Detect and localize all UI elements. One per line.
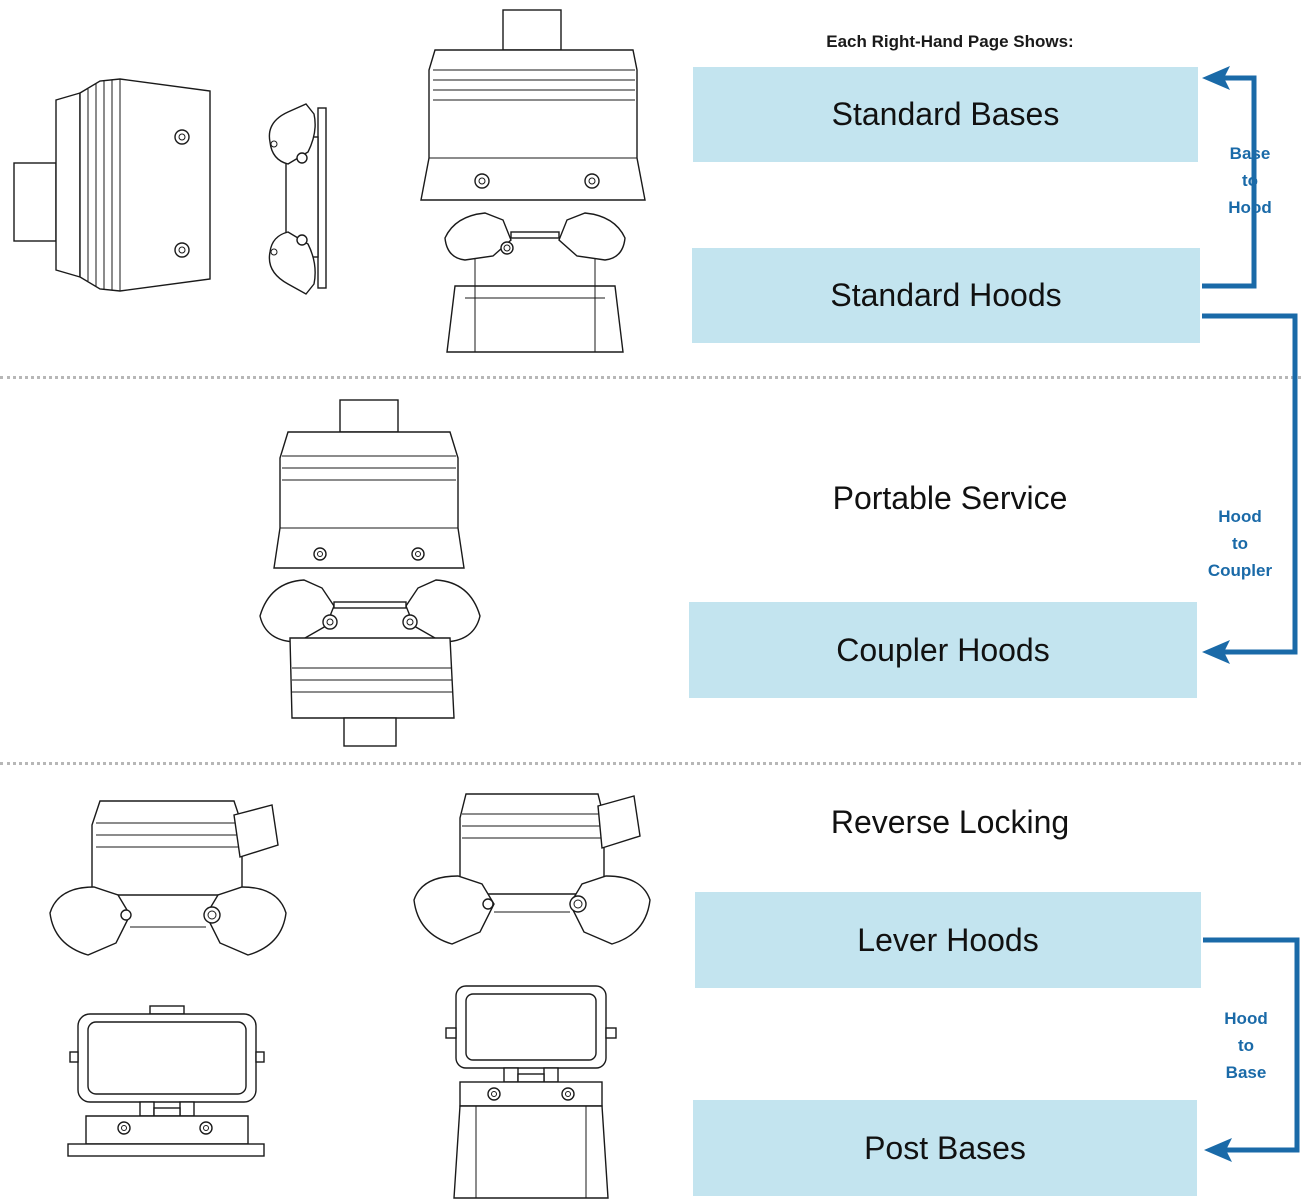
flow-word: Hood [1218, 507, 1262, 526]
standard-hood-drawing [420, 9, 646, 353]
standard-bases-label: Standard Bases [831, 96, 1060, 132]
standard-bases-box: Standard Bases [693, 67, 1198, 162]
reverse-locking-title: Reverse Locking [830, 804, 1070, 840]
arrow-base-to-hood [1202, 75, 1257, 289]
post-base-drawing-left [67, 1005, 265, 1157]
standard-hoods-box: Standard Hoods [692, 248, 1200, 343]
coupler-hood-drawing [259, 399, 481, 747]
arrow-hood-to-coupler [1202, 313, 1298, 655]
standard-hoods-label: Standard Hoods [830, 277, 1062, 313]
coupler-hoods-box: Coupler Hoods [689, 602, 1197, 698]
arrowhead-hood-to-base [1204, 1138, 1232, 1162]
lever-hood-drawing-right [413, 793, 651, 945]
lever-hood-drawing-left [49, 800, 287, 956]
arrowhead-hood-to-coupler [1202, 640, 1230, 664]
flow-label-hood-to-base: Hood to Base [1206, 1005, 1286, 1086]
section-divider-top [0, 376, 1301, 379]
post-bases-box: Post Bases [693, 1100, 1197, 1196]
arrowhead-base-to-hood [1202, 66, 1230, 90]
flow-word: Hood [1224, 1009, 1268, 1028]
page-heading: Each Right-Hand Page Shows: [826, 32, 1074, 51]
side-base-drawing [268, 103, 327, 295]
coupler-hoods-label: Coupler Hoods [836, 631, 1050, 668]
flow-label-hood-to-coupler: Hood to Coupler [1198, 503, 1282, 584]
flow-word: Base [1229, 144, 1271, 163]
side-hood-drawing [13, 78, 211, 292]
flow-word: to [1231, 534, 1249, 553]
flow-word: to [1237, 1036, 1255, 1055]
flow-word: Hood [1228, 198, 1272, 217]
portable-service-title: Portable Service [832, 480, 1068, 516]
flow-word: Coupler [1207, 561, 1273, 580]
flow-word: Base [1225, 1063, 1267, 1082]
lever-hoods-box: Lever Hoods [695, 892, 1201, 988]
post-bases-label: Post Bases [864, 1129, 1026, 1166]
arrow-hood-to-base [1203, 937, 1300, 1153]
lever-hoods-label: Lever Hoods [857, 921, 1039, 958]
section-divider-bottom [0, 762, 1301, 765]
post-base-drawing-right [445, 985, 617, 1199]
